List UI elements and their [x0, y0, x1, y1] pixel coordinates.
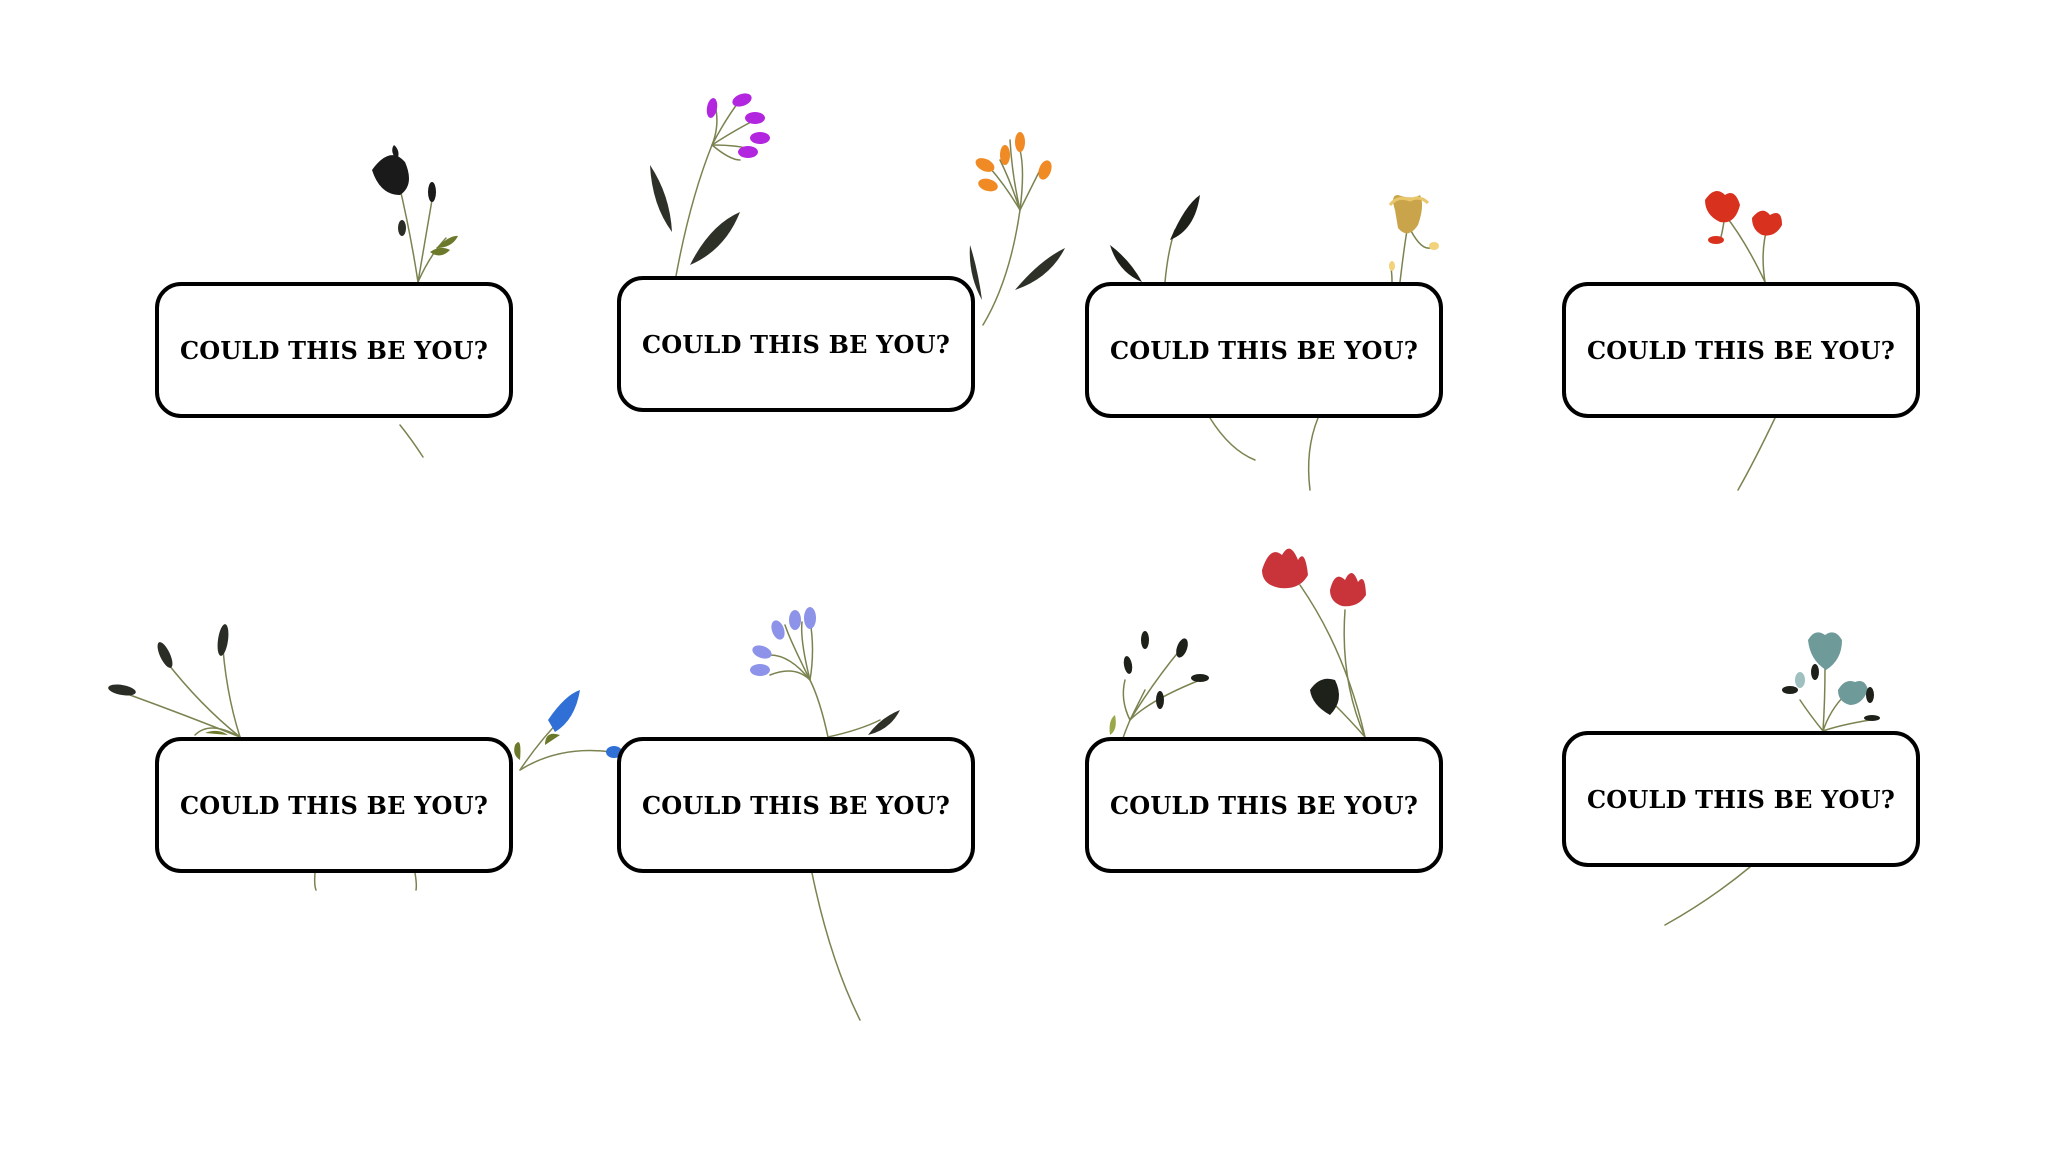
could-this-be-you-card-4[interactable]: COULD THIS BE YOU? — [1562, 282, 1920, 418]
card-label: COULD THIS BE YOU? — [1587, 784, 1895, 814]
card-label: COULD THIS BE YOU? — [642, 790, 950, 820]
could-this-be-you-card-1[interactable]: COULD THIS BE YOU? — [155, 282, 513, 418]
could-this-be-you-card-2[interactable]: COULD THIS BE YOU? — [617, 276, 975, 412]
dark-leaf-sprig-icon — [1110, 195, 1200, 282]
purple-bud-flower-icon — [650, 93, 770, 265]
blue-bud-flower-icon — [514, 690, 622, 760]
orange-bud-flower-icon — [969, 132, 1065, 300]
black-lily-flower-icon — [372, 145, 458, 256]
card-label: COULD THIS BE YOU? — [180, 790, 488, 820]
could-this-be-you-card-5[interactable]: COULD THIS BE YOU? — [155, 737, 513, 873]
card-label: COULD THIS BE YOU? — [1110, 790, 1418, 820]
gold-lily-flower-icon — [1388, 195, 1439, 271]
card-label: COULD THIS BE YOU? — [180, 335, 488, 365]
could-this-be-you-card-8[interactable]: COULD THIS BE YOU? — [1562, 731, 1920, 867]
card-label: COULD THIS BE YOU? — [1110, 335, 1418, 365]
card-label: COULD THIS BE YOU? — [642, 329, 950, 359]
could-this-be-you-card-7[interactable]: COULD THIS BE YOU? — [1085, 737, 1443, 873]
periwinkle-bud-flower-icon — [750, 607, 900, 735]
could-this-be-you-card-6[interactable]: COULD THIS BE YOU? — [617, 737, 975, 873]
dark-bud-sprig-icon — [108, 624, 229, 735]
teal-lily-flower-icon — [1782, 632, 1880, 721]
red-tulip-flower-icon — [1262, 548, 1366, 715]
could-this-be-you-card-3[interactable]: COULD THIS BE YOU? — [1085, 282, 1443, 418]
red-lily-flower-icon — [1705, 191, 1782, 244]
card-label: COULD THIS BE YOU? — [1587, 335, 1895, 365]
